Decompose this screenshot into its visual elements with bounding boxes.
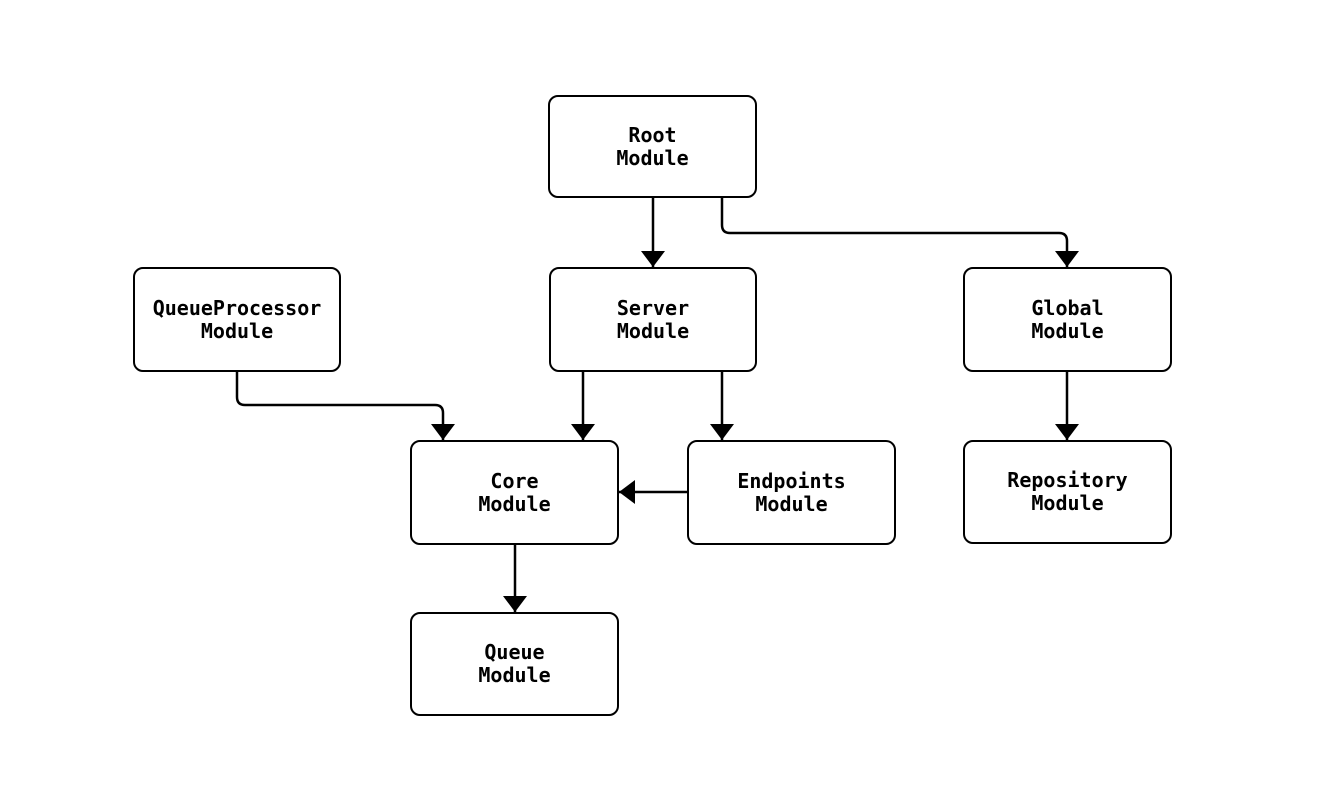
node-queue-module: Queue Module <box>410 612 619 716</box>
node-label-line1: Core <box>490 468 539 493</box>
edge-root-to-global <box>720 198 1079 267</box>
node-label-line2: Module <box>755 491 828 516</box>
node-label-line1: QueueProcessor <box>152 295 322 320</box>
node-label-line2: Module <box>1031 318 1104 343</box>
node-label-line1: Endpoints <box>737 468 846 493</box>
node-label-line2: Module <box>200 318 274 343</box>
node-label-line1: Root <box>628 122 677 147</box>
node-label-line2: Module <box>1031 491 1104 515</box>
node-label-line2: Module <box>616 318 690 343</box>
node-global-module: Global Module <box>963 267 1172 372</box>
node-core-module: Core Module <box>410 440 619 545</box>
node-server-module: Server Module <box>549 267 757 372</box>
node-label-line2: Module <box>478 491 551 516</box>
node-label-line1: Server <box>616 295 690 320</box>
node-label-line1: Repository <box>1007 468 1128 492</box>
node-label-line2: Module <box>478 663 551 687</box>
node-root-module: Root Module <box>548 95 757 198</box>
node-queueprocessor-module: QueueProcessor Module <box>133 267 341 372</box>
node-endpoints-module: Endpoints Module <box>687 440 896 545</box>
edge-queueprocessor-to-core <box>235 372 455 440</box>
node-label-line2: Module <box>616 145 689 170</box>
node-label-line1: Queue <box>484 640 545 664</box>
node-label-line1: Global <box>1031 295 1104 320</box>
node-repository-module: Repository Module <box>963 440 1172 544</box>
